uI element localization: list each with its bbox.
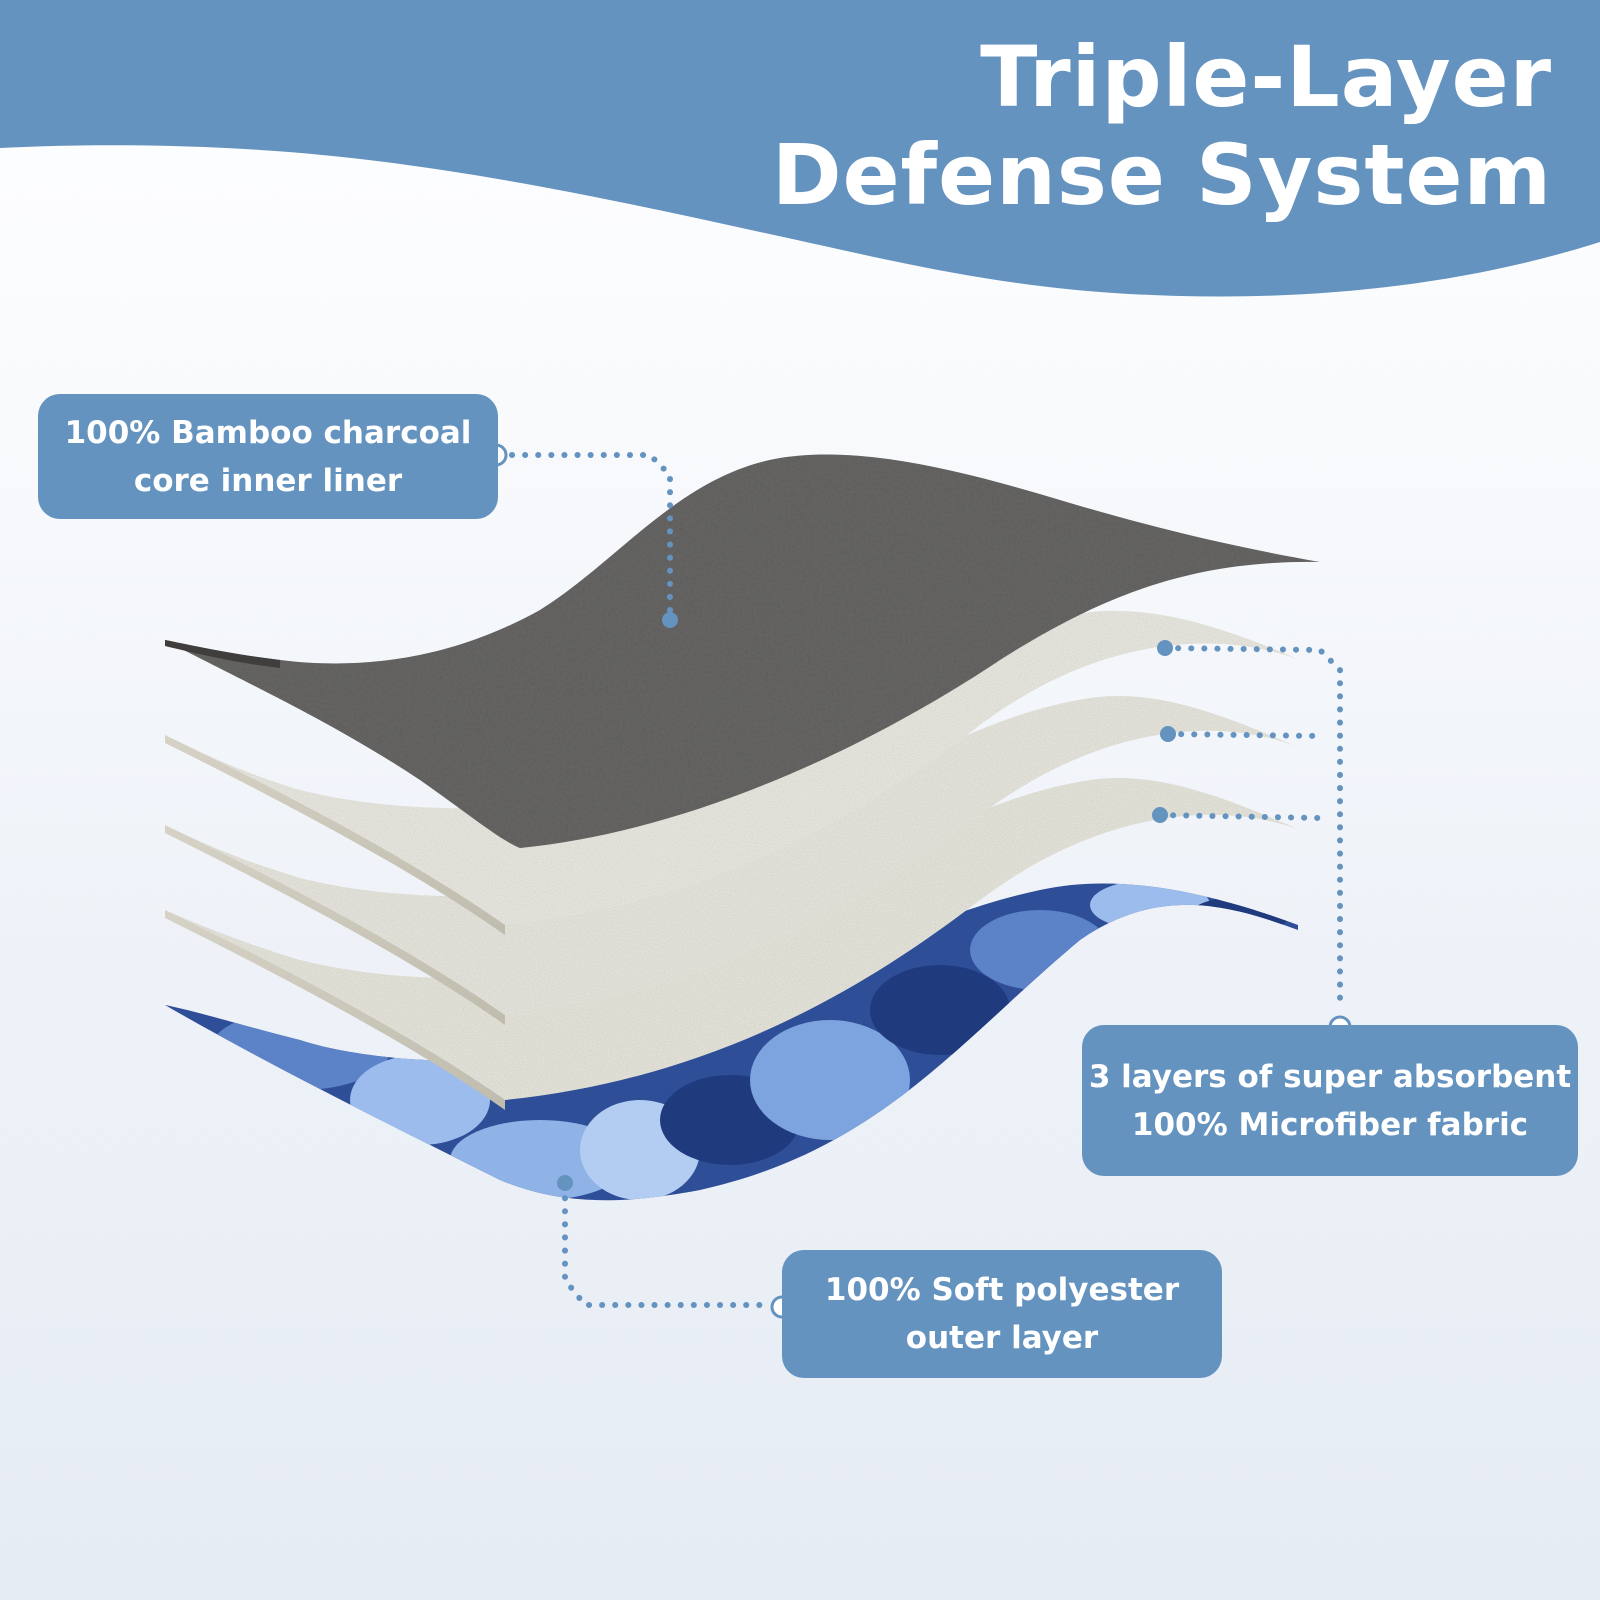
bamboo-callout-line-2: core inner liner [133,462,403,499]
header-wave [0,0,1600,297]
title-line-1: Triple-Layer [980,28,1552,126]
microfiber-callout: 3 layers of super absorbent 100% Microfi… [1082,1025,1578,1176]
bamboo-callout: 100% Bamboo charcoal core inner liner [38,394,498,519]
microfiber-callout-line-1: 3 layers of super absorbent [1088,1058,1572,1095]
title-line-2: Defense System [771,126,1552,224]
polyester-callout-line-1: 100% Soft polyester [824,1272,1180,1308]
microfiber-connector [1152,640,1352,1039]
microfiber-callout-line-2: 100% Microfiber fabric [1131,1106,1529,1143]
polyester-callout-line-2: outer layer [905,1320,1099,1356]
page-title: Triple-Layer Defense System [652,28,1552,224]
bamboo-callout-line-1: 100% Bamboo charcoal [64,414,472,451]
polyester-callout: 100% Soft polyester outer layer [782,1250,1222,1378]
charcoal-inner-layer [165,454,1320,848]
